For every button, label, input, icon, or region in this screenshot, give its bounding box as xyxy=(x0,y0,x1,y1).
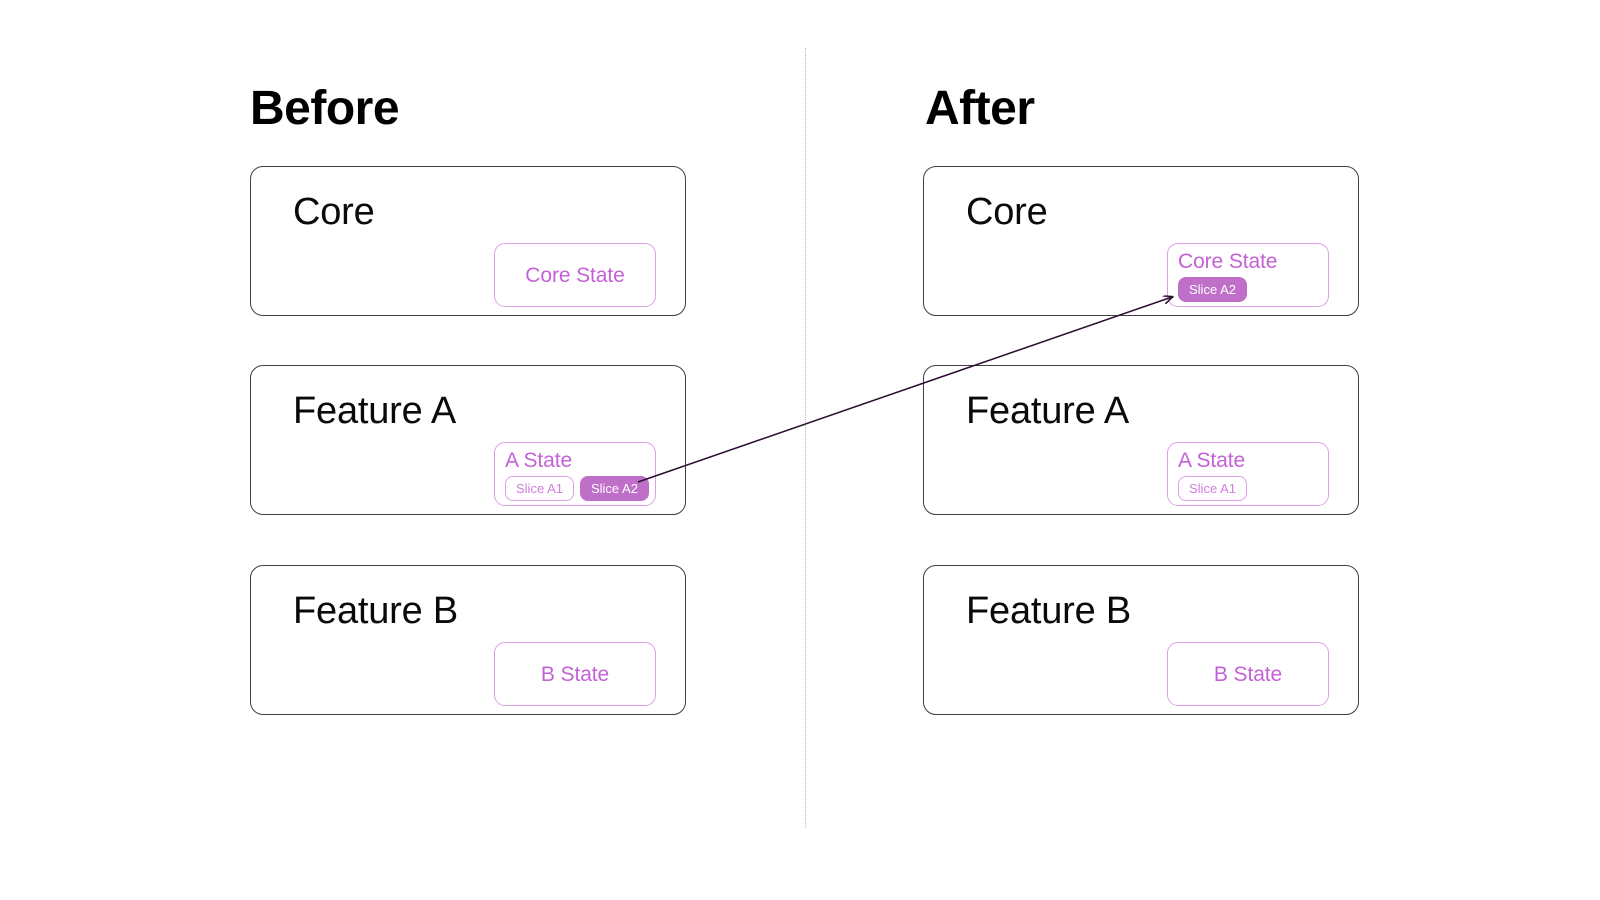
card-before-feature-b: Feature B B State xyxy=(250,565,686,715)
card-title: Core xyxy=(966,191,1048,233)
state-box-a-state-after: A State Slice A1 xyxy=(1167,442,1329,506)
card-after-core: Core Core State Slice A2 xyxy=(923,166,1359,316)
card-title: Feature A xyxy=(966,390,1129,432)
slice-row: Slice A2 xyxy=(1178,277,1320,302)
card-title: Core xyxy=(293,191,375,233)
card-after-feature-a: Feature A A State Slice A1 xyxy=(923,365,1359,515)
before-column-heading: Before xyxy=(250,82,400,135)
card-after-feature-b: Feature B B State xyxy=(923,565,1359,715)
state-label: Core State xyxy=(525,263,625,287)
state-box-b-state-after: B State xyxy=(1167,642,1329,706)
slice-pill-a1-after[interactable]: Slice A1 xyxy=(1178,476,1247,501)
state-label: B State xyxy=(540,662,610,686)
slice-pill-a2-after[interactable]: Slice A2 xyxy=(1178,277,1247,302)
state-label: B State xyxy=(1213,662,1283,686)
slice-pill-a2-before[interactable]: Slice A2 xyxy=(579,476,649,501)
state-box-a-state-before: A State Slice A1 Slice A2 xyxy=(494,442,656,506)
slice-row: Slice A1 Slice A2 xyxy=(505,476,649,501)
state-label: A State xyxy=(505,449,573,472)
column-divider xyxy=(805,48,806,828)
state-label: Core State xyxy=(1178,250,1278,273)
state-box-b-state-before: B State xyxy=(494,642,656,706)
card-title: Feature B xyxy=(293,590,459,632)
state-box-core-state-after: Core State Slice A2 xyxy=(1167,243,1329,307)
card-title: Feature B xyxy=(966,590,1132,632)
after-column-heading: After xyxy=(925,82,1035,135)
state-box-core-state-before: Core State xyxy=(494,243,656,307)
card-before-feature-a: Feature A A State Slice A1 Slice A2 xyxy=(250,365,686,515)
card-title: Feature A xyxy=(293,390,456,432)
slice-row: Slice A1 xyxy=(1178,476,1320,501)
slice-pill-a1-before[interactable]: Slice A1 xyxy=(505,476,574,501)
state-label: A State xyxy=(1178,449,1246,472)
card-before-core: Core Core State xyxy=(250,166,686,316)
